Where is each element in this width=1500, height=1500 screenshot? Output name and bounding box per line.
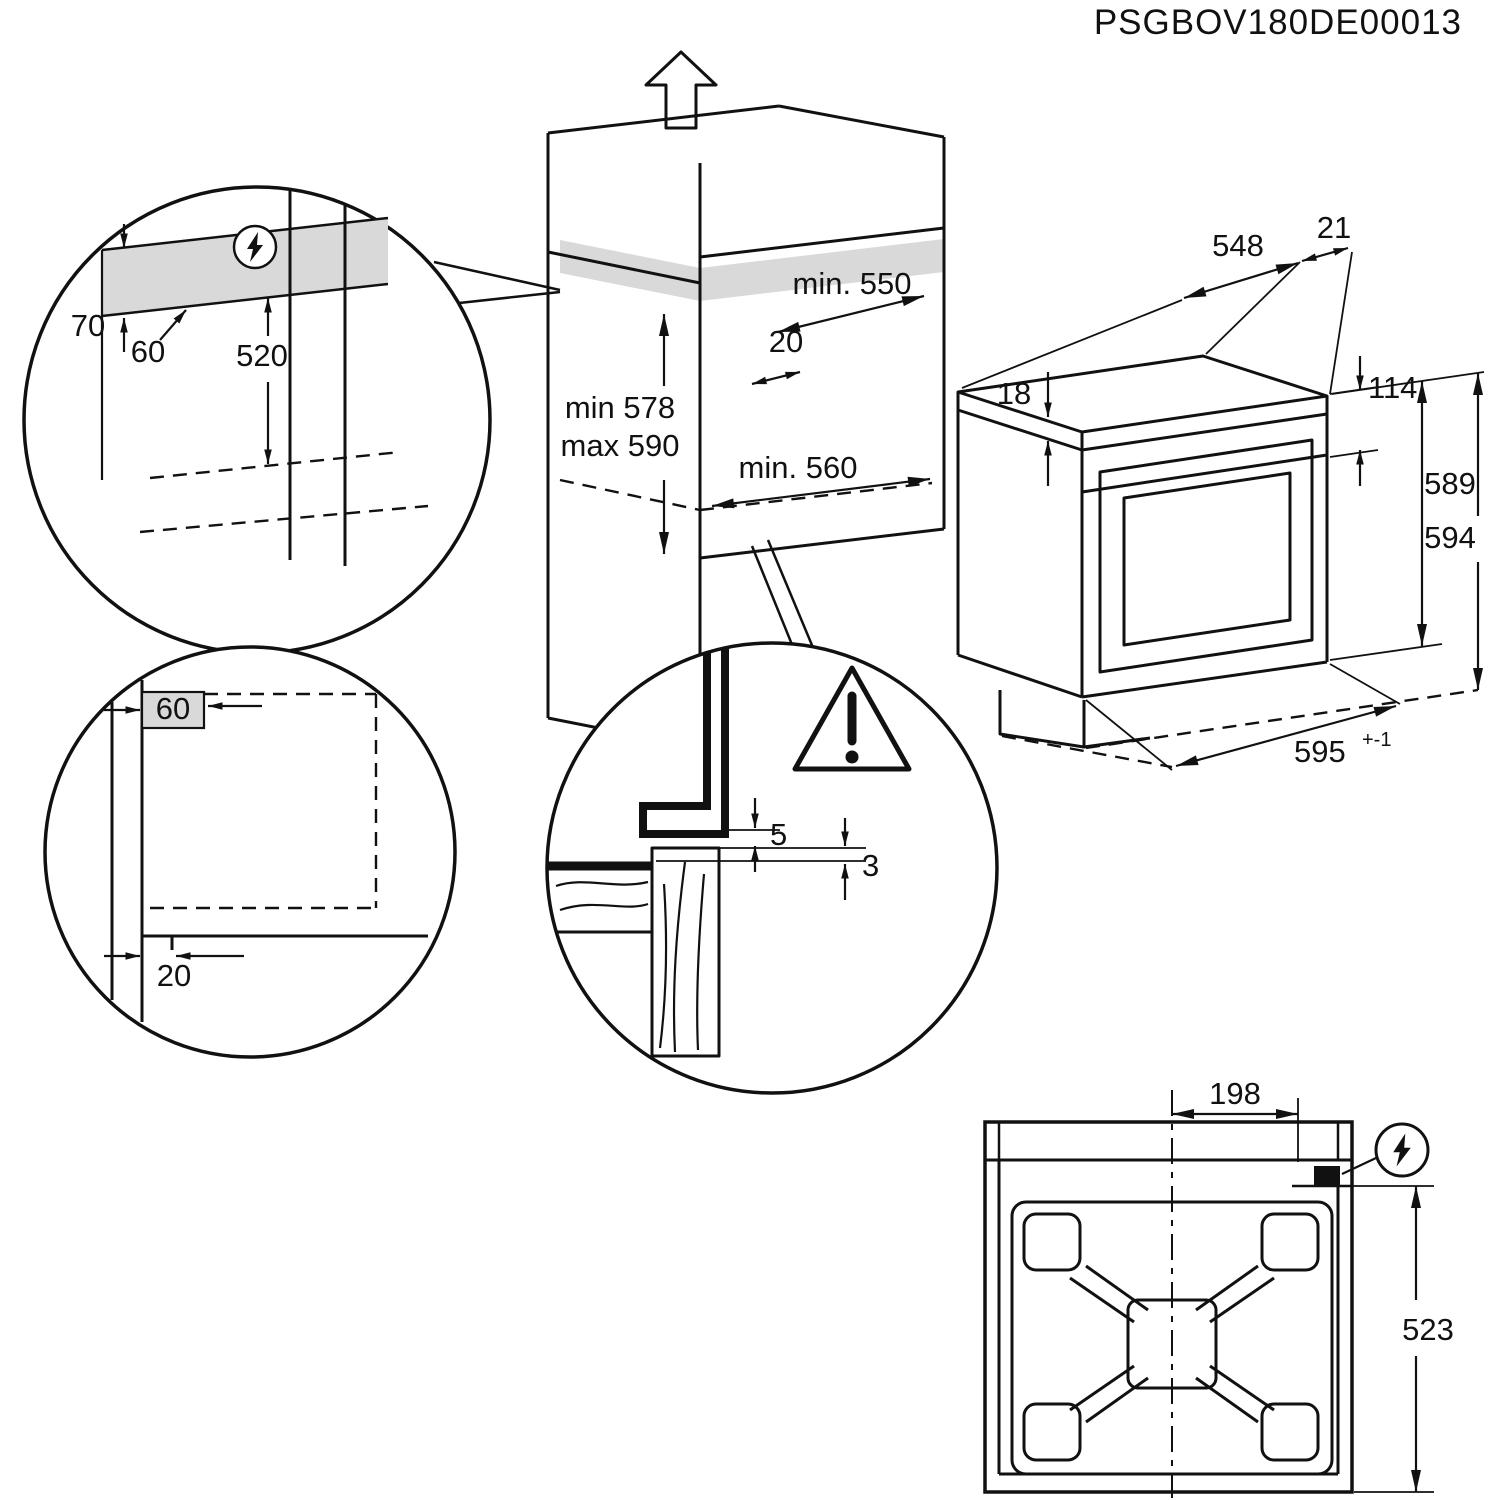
dim-niche-width: min. 560 bbox=[739, 450, 858, 485]
dim-oven-width: 595 bbox=[1294, 734, 1346, 769]
rear-panel-section bbox=[639, 648, 729, 838]
oven-isometric bbox=[956, 354, 1479, 769]
lightning-bolt-icon bbox=[1393, 1133, 1411, 1167]
control-panel-line bbox=[1081, 453, 1328, 494]
part-number: PSGBOV180DE00013 bbox=[1094, 3, 1462, 42]
dim-recess-height: 70 bbox=[71, 308, 105, 343]
dim-rear-gap: 5 bbox=[770, 817, 787, 852]
recess-shading bbox=[142, 692, 204, 728]
dim-niche-height-max: max 590 bbox=[561, 428, 680, 463]
electrical-symbol bbox=[232, 224, 278, 270]
hidden-shelf-line bbox=[699, 481, 933, 512]
dim-oven-depth: 548 bbox=[1212, 228, 1264, 263]
oven-base bbox=[998, 690, 1086, 749]
top-mounting-detail: 70 60 520 bbox=[22, 185, 492, 655]
rear-connection-view: 198 523 bbox=[983, 1076, 1454, 1498]
dim-oven-overhang: 21 bbox=[1317, 210, 1351, 245]
installation-direction-arrow bbox=[644, 50, 718, 130]
oven-door-window bbox=[1122, 471, 1292, 647]
dim-niche-height-min: min 578 bbox=[565, 390, 675, 425]
oven-door bbox=[1098, 438, 1314, 674]
dim-niche-depth: min. 550 bbox=[793, 266, 912, 301]
dim-oven-height-body: 589 bbox=[1424, 466, 1476, 501]
dim-front-gap: 3 bbox=[862, 848, 879, 883]
dim-plinth-gap: 20 bbox=[157, 958, 191, 993]
dim-shelf-distance: 520 bbox=[236, 338, 288, 373]
warning-triangle-icon bbox=[792, 665, 912, 772]
lightning-bolt-icon bbox=[247, 232, 263, 262]
dim-recess-depth: 60 bbox=[131, 334, 165, 369]
title-block: PSGBOV180DE00013 bbox=[1094, 3, 1462, 42]
dim-niche-top-offset: 20 bbox=[769, 324, 803, 359]
connection-recess-shading bbox=[560, 239, 944, 301]
dim-connection-offset: 198 bbox=[1209, 1076, 1261, 1111]
panel-gap-detail: 5 3 bbox=[545, 641, 999, 1095]
dim-oven-top-thickness: 18 bbox=[997, 376, 1031, 411]
bottom-mounting-detail: 60 20 bbox=[43, 645, 457, 1059]
terminal-block bbox=[1314, 1166, 1340, 1186]
hidden-shelf-line bbox=[559, 478, 701, 512]
dim-oven-height-total: 594 bbox=[1424, 520, 1476, 555]
electrical-symbol bbox=[1374, 1122, 1430, 1178]
oven-dimensions: 548 21 18 114 589 594 595 +-1 bbox=[961, 210, 1485, 771]
niche-dimensions: min. 550 20 min 578 max 590 min. 560 bbox=[561, 266, 931, 554]
detail-pointers bbox=[433, 260, 816, 653]
dim-recess-width: 60 bbox=[156, 691, 190, 726]
detail-circle bbox=[43, 645, 457, 1059]
side-panel-section bbox=[650, 846, 721, 1058]
dim-oven-width-tolerance: +-1 bbox=[1362, 729, 1391, 751]
dim-connection-height: 523 bbox=[1402, 1312, 1454, 1347]
